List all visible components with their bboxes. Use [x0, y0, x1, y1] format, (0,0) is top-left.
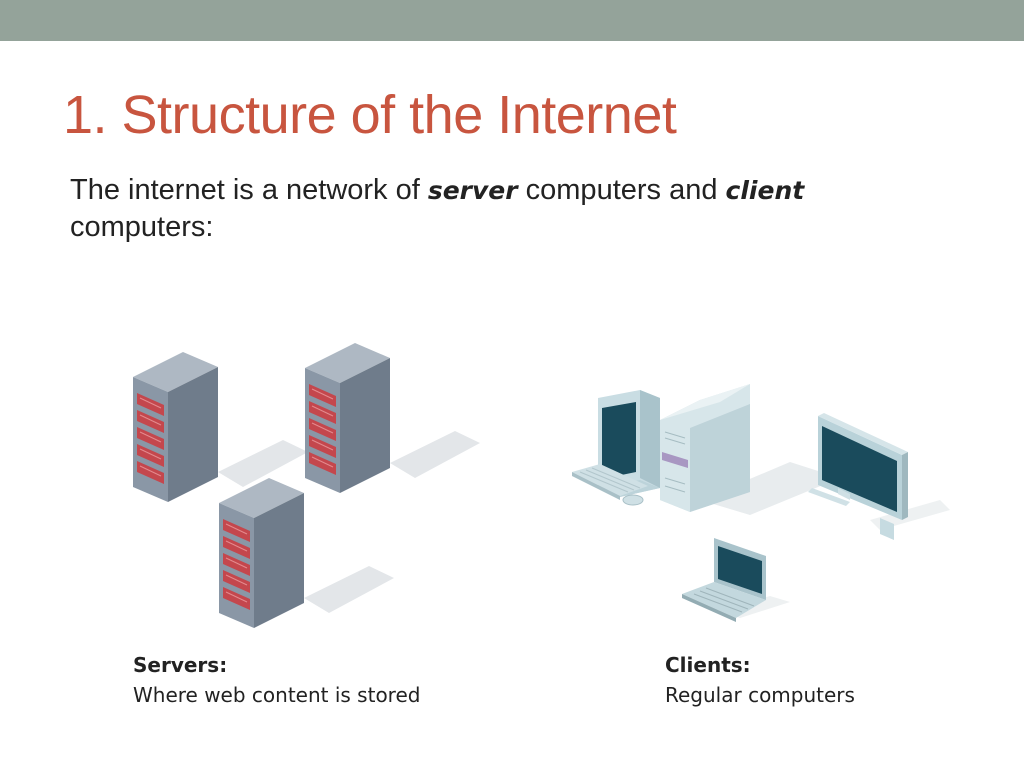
- clients-description: Regular computers: [665, 683, 855, 707]
- intro-server-word: server: [427, 176, 518, 205]
- server-rack-icon: [218, 477, 395, 629]
- intro-client-word: client: [725, 176, 805, 205]
- slide-title: 1. Structure of the Internet: [63, 85, 677, 145]
- servers-description: Where web content is stored: [133, 683, 421, 707]
- clients-heading: Clients:: [665, 653, 751, 677]
- servers-caption: Servers: Where web content is stored: [133, 650, 420, 710]
- server-rack-icon: [304, 342, 481, 494]
- servers-heading: Servers:: [133, 653, 228, 677]
- clients-caption: Clients: Regular computers: [665, 650, 855, 710]
- laptop-icon: [682, 538, 790, 622]
- intro-text: The internet is a network of server comp…: [70, 172, 950, 246]
- top-bar: [0, 0, 1024, 41]
- monitor-icon: [808, 413, 950, 540]
- intro-before: The internet is a network of: [70, 174, 428, 206]
- intro-middle: computers and: [517, 174, 726, 206]
- server-rack-icon: [132, 351, 309, 503]
- intro-after: computers:: [70, 211, 214, 243]
- desktop-computer-icon: [572, 384, 840, 515]
